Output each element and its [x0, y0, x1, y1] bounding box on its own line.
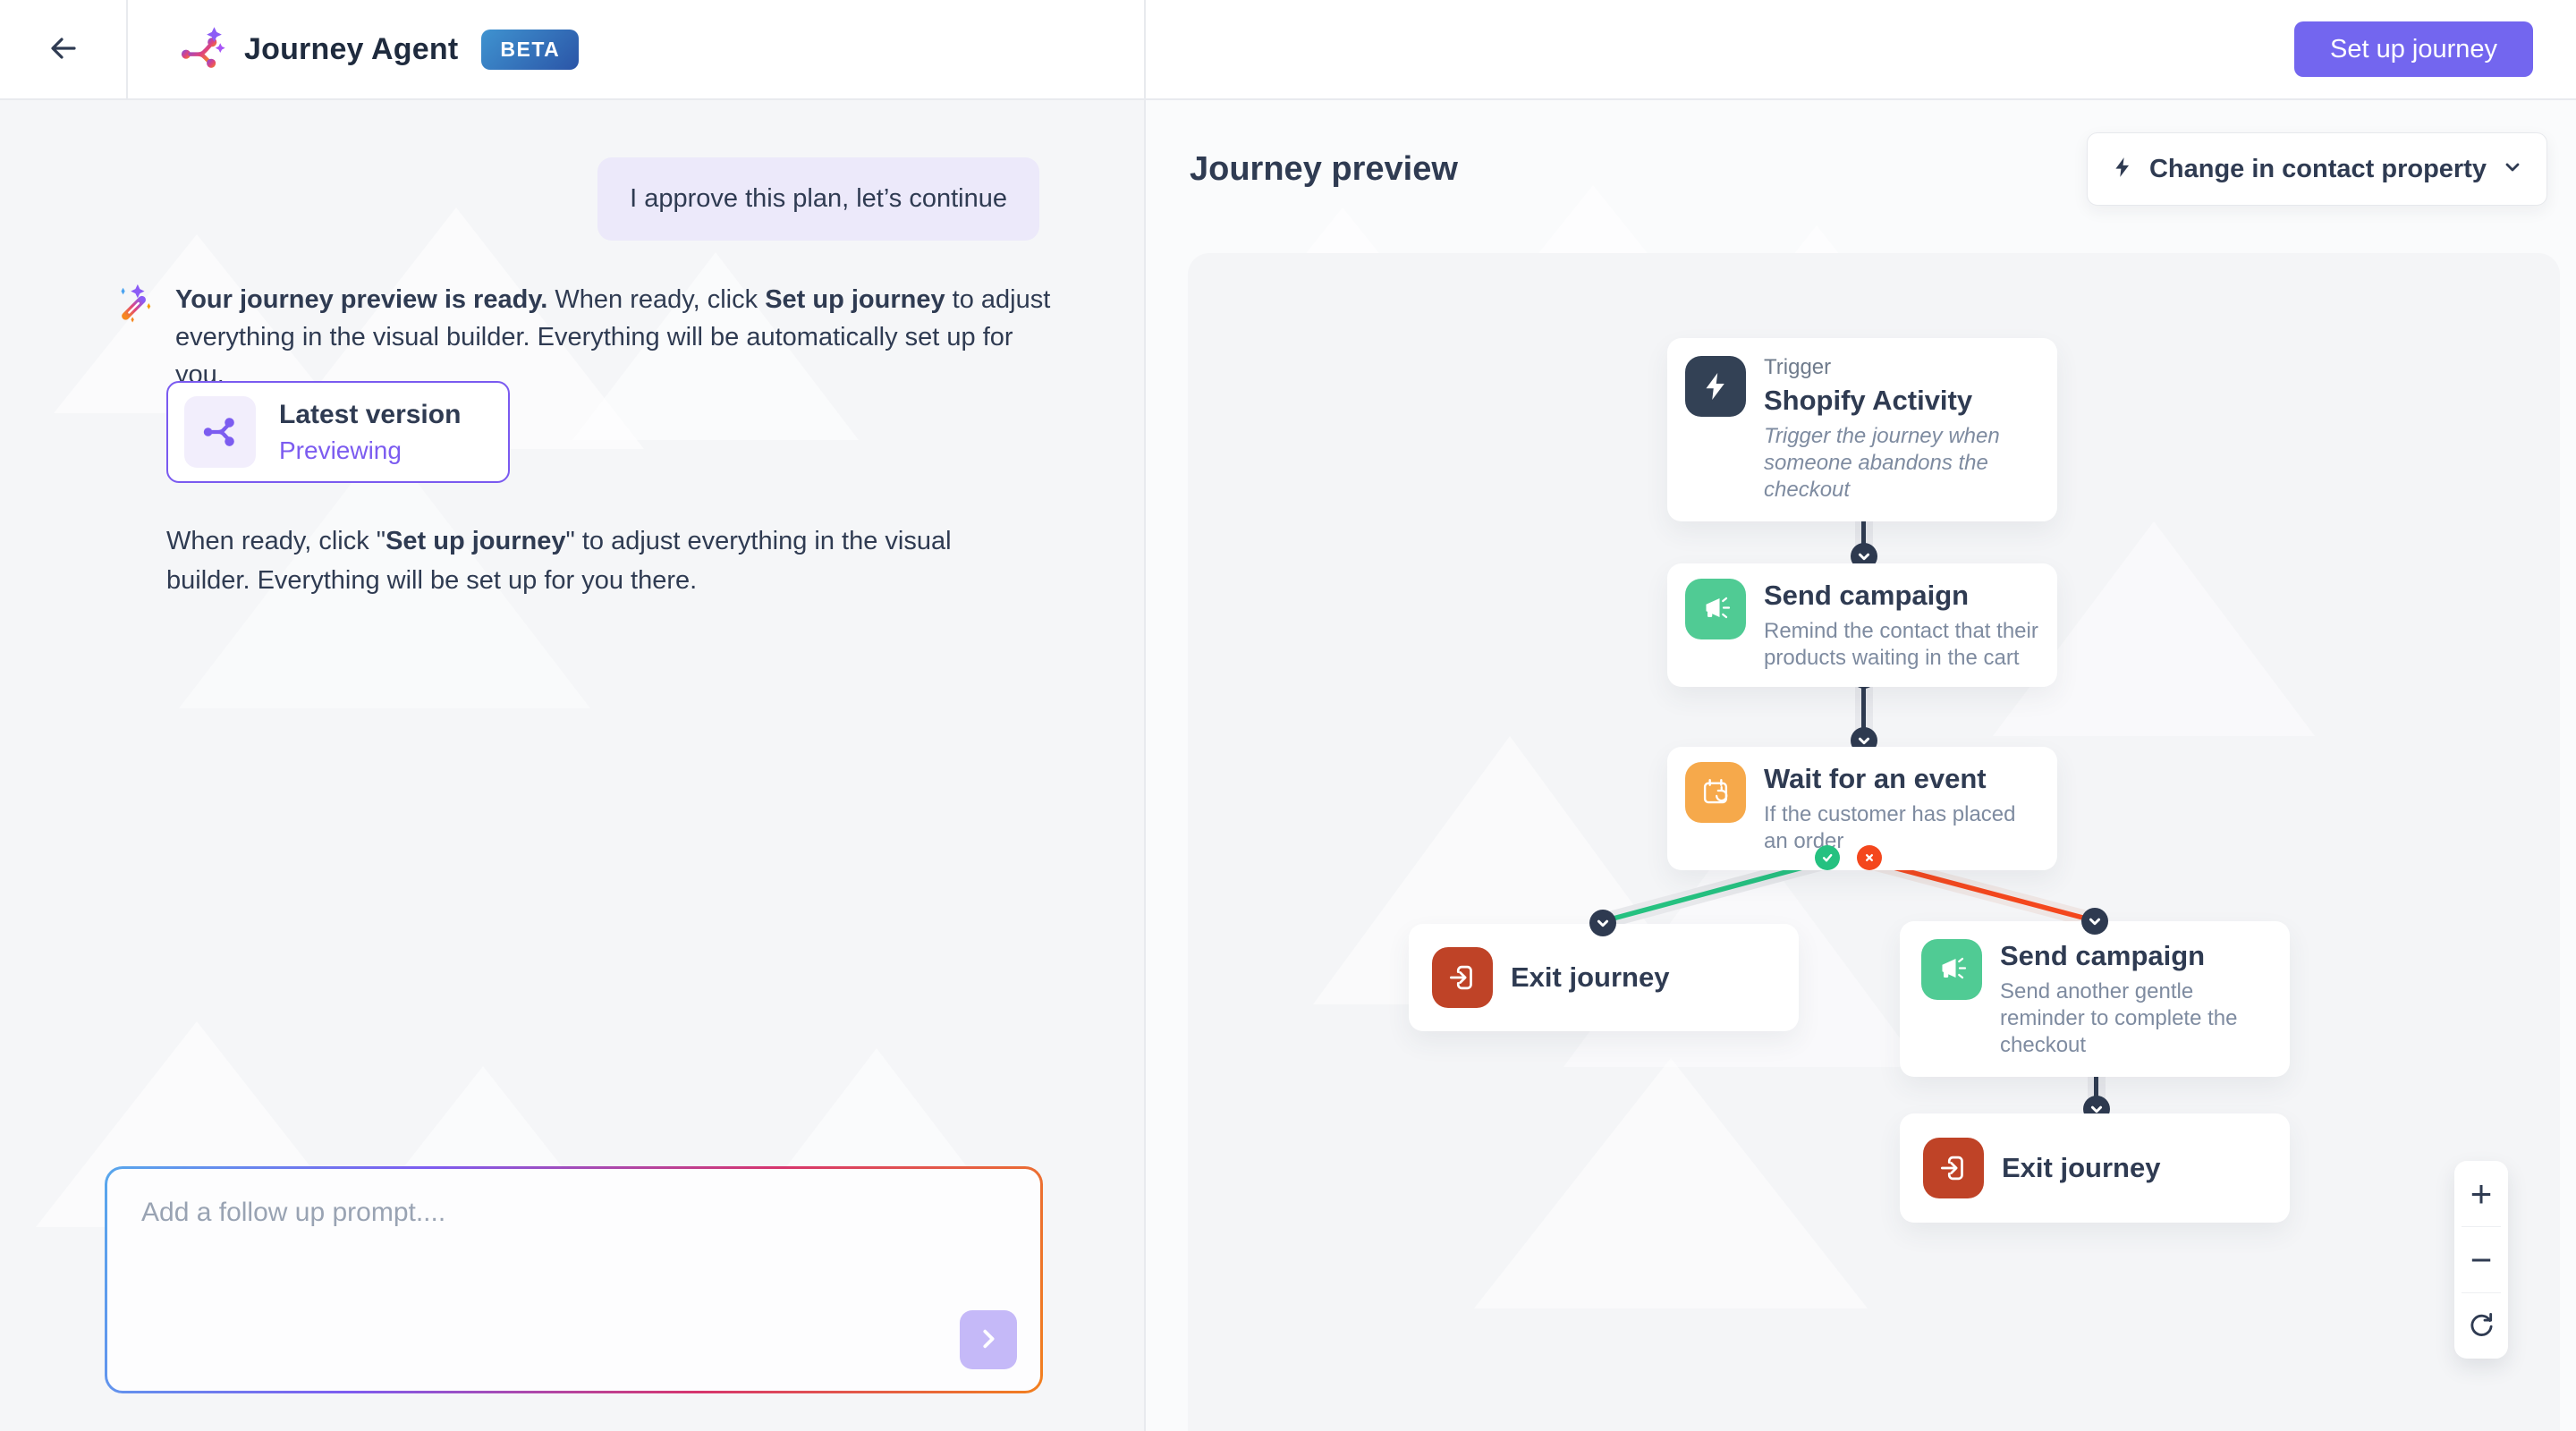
reset-view-button[interactable]	[2454, 1293, 2508, 1359]
node-send-campaign-2[interactable]: Send campaign Send another gentle remind…	[1900, 921, 2290, 1077]
send-button[interactable]	[960, 1310, 1017, 1369]
back-button[interactable]	[40, 26, 87, 72]
lightning-icon	[2111, 154, 2134, 185]
main-area: I approve this plan, let’s continue Your…	[0, 100, 2576, 1431]
exit-icon	[1432, 947, 1493, 1008]
journey-preview-panel: Journey preview Change in contact proper…	[1146, 100, 2576, 1431]
preview-title: Journey preview	[1190, 150, 1458, 188]
chevron-right-icon	[977, 1326, 1000, 1354]
node-title: Send campaign	[1764, 580, 1970, 611]
chevron-down-icon	[1589, 910, 1616, 936]
node-title: Send campaign	[2000, 940, 2206, 971]
divider	[2462, 1226, 2501, 1227]
zoom-controls: + −	[2454, 1161, 2508, 1359]
version-card-status: Previewing	[279, 436, 402, 464]
node-title: Exit journey	[1511, 961, 1670, 993]
trigger-dropdown-label: Change in contact property	[2148, 154, 2487, 183]
zoom-out-button[interactable]: −	[2454, 1227, 2508, 1292]
refresh-icon	[2467, 1305, 2496, 1348]
check-icon	[1815, 845, 1840, 870]
node-title: Wait for an event	[1764, 763, 1987, 794]
prompt-box	[105, 1166, 1043, 1393]
preview-header: Set up journey	[1146, 0, 2576, 98]
followup-prompt-input[interactable]	[107, 1169, 1040, 1391]
followup-note: When ready, click "Set up journey" to ad…	[166, 527, 952, 595]
node-description: Send another gentle reminder to complete…	[2000, 979, 2238, 1057]
node-description: Trigger the journey when someone abandon…	[1764, 424, 2000, 502]
megaphone-icon	[1685, 579, 1746, 639]
node-send-campaign-1[interactable]: Send campaign Remind the contact that th…	[1667, 563, 2057, 687]
journey-agent-logo-icon	[178, 25, 226, 73]
chevron-down-icon	[2081, 908, 2108, 935]
magic-wand-icon	[114, 283, 156, 324]
x-icon	[1857, 845, 1882, 870]
beta-badge: BETA	[481, 29, 580, 70]
node-kicker: Trigger	[1764, 355, 1832, 379]
node-description: Remind the contact that their products w…	[1764, 619, 2038, 670]
top-bar: Journey Agent BETA Set up journey	[0, 0, 2576, 100]
chat-header: Journey Agent BETA	[128, 0, 1146, 98]
node-title: Shopify Activity	[1764, 385, 1973, 416]
latest-version-card[interactable]: Latest version Previewing	[166, 381, 510, 483]
assistant-message-text: Your journey preview is ready. When read…	[175, 285, 1051, 390]
version-card-title: Latest version	[279, 399, 462, 429]
app-title: Journey Agent	[244, 31, 459, 66]
node-exit-bottom[interactable]: Exit journey	[1900, 1113, 2290, 1223]
chevron-down-icon	[2502, 157, 2523, 182]
journey-canvas[interactable]: Trigger Shopify Activity Trigger the jou…	[1188, 253, 2560, 1431]
set-up-journey-button[interactable]: Set up journey	[2293, 21, 2533, 77]
node-trigger[interactable]: Trigger Shopify Activity Trigger the jou…	[1667, 338, 2057, 521]
pattern-triangle	[1474, 1058, 1868, 1308]
trigger-type-dropdown[interactable]: Change in contact property	[2086, 132, 2547, 206]
node-description: If the customer has placed an order	[1764, 802, 2016, 853]
connector-line	[1861, 497, 1866, 557]
divider	[2462, 1292, 2501, 1293]
connector-line	[1861, 676, 1866, 741]
journey-branch-icon	[184, 396, 256, 468]
node-title: Exit journey	[2002, 1152, 2161, 1183]
exit-icon	[1923, 1138, 1984, 1198]
megaphone-icon	[1921, 939, 1982, 1000]
assistant-message: Your journey preview is ready. When read…	[114, 281, 1061, 394]
chat-panel: I approve this plan, let’s continue Your…	[0, 100, 1146, 1431]
prompt-inner	[107, 1169, 1040, 1391]
zoom-in-button[interactable]: +	[2454, 1161, 2508, 1226]
arrow-left-icon	[47, 32, 80, 67]
calendar-sync-icon	[1685, 762, 1746, 823]
lightning-icon	[1685, 356, 1746, 417]
node-exit-left[interactable]: Exit journey	[1409, 924, 1799, 1031]
left-rail-header	[0, 0, 128, 98]
user-message-bubble: I approve this plan, let’s continue	[597, 157, 1039, 241]
